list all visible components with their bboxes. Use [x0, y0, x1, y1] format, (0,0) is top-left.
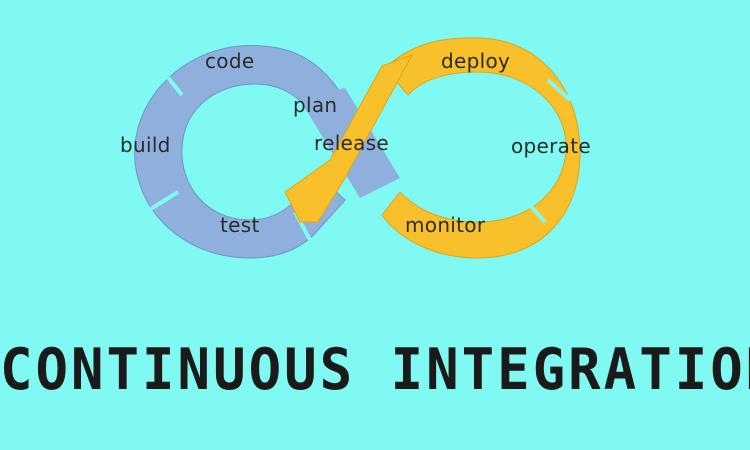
label-deploy: deploy [441, 49, 510, 73]
label-code: code [205, 49, 254, 73]
label-build: build [120, 133, 171, 157]
right-segment-divider-2 [523, 198, 547, 224]
right-crossing-ribbon [284, 54, 414, 223]
left-segment-divider-2 [144, 190, 180, 214]
label-monitor: monitor [405, 213, 486, 237]
label-plan: plan [293, 93, 337, 117]
label-test: test [220, 213, 260, 237]
label-operate: operate [511, 134, 591, 158]
left-segment-divider-1 [160, 68, 184, 97]
right-segment-divider-1 [546, 78, 572, 102]
right-loop [284, 37, 581, 259]
headline-title: CONTINUOUS INTEGRATION [0, 336, 750, 403]
label-release: release [314, 131, 389, 155]
